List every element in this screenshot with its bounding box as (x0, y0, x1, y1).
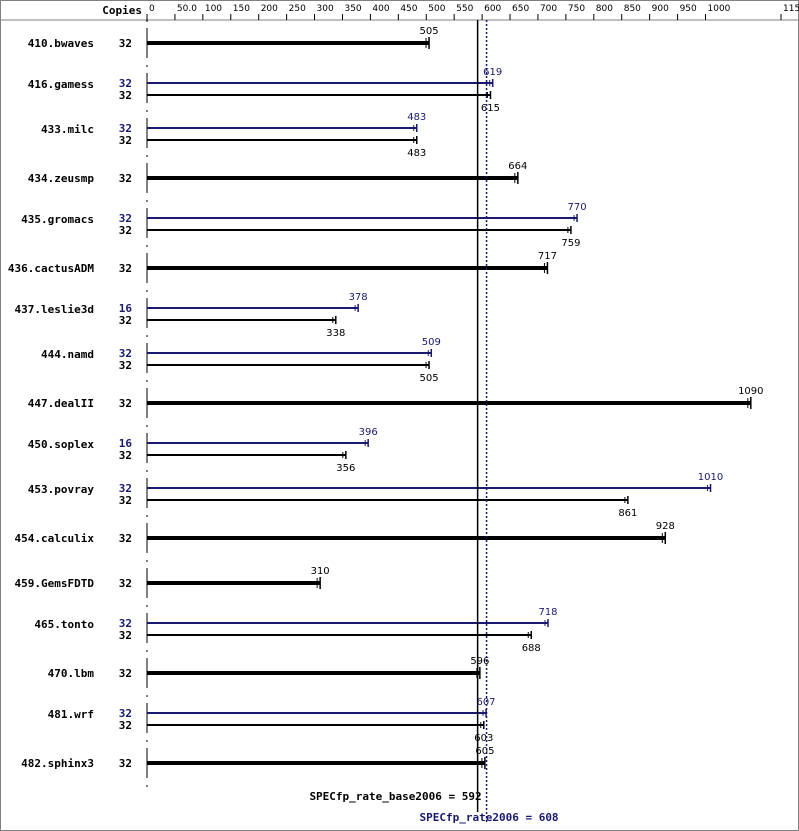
base-copies: 32 (119, 172, 132, 185)
x-tick-label: 150 (233, 4, 250, 14)
benchmark-name: 433.milc (41, 123, 94, 136)
peak-value-label: 619 (483, 67, 502, 78)
base-copies: 32 (119, 89, 132, 102)
benchmark-name: 416.gamess (28, 78, 94, 91)
peak-copies: 32 (119, 122, 132, 135)
x-tick-label: 200 (261, 4, 278, 14)
x-tick-label: 50.0 (177, 4, 197, 14)
x-tick-label: 600 (484, 4, 501, 14)
base-copies: 32 (119, 757, 132, 770)
benchmark-name: 481.wrf (48, 708, 94, 721)
base-value-label: 338 (326, 328, 345, 339)
peak-value-label: 483 (407, 112, 426, 123)
base-value-label: 759 (561, 238, 580, 249)
copies-header: Copies (102, 4, 142, 17)
benchmark-name: 453.povray (28, 483, 95, 496)
base-value-label: 1090 (738, 386, 763, 397)
benchmark-name: 447.dealII (28, 397, 94, 410)
x-tick-label: 250 (289, 4, 306, 14)
base-copies: 32 (119, 397, 132, 410)
base-value-label: 505 (419, 373, 438, 384)
x-tick-label: 750 (568, 4, 585, 14)
base-value-label: 688 (522, 643, 541, 654)
peak-copies: 32 (119, 77, 132, 90)
peak-copies: 32 (119, 482, 132, 495)
base-copies: 32 (119, 449, 132, 462)
peak-copies: 32 (119, 347, 132, 360)
base-copies: 32 (119, 494, 132, 507)
benchmark-name: 482.sphinx3 (21, 757, 94, 770)
x-tick-label: 500 (428, 4, 445, 14)
x-tick-label: 850 (624, 4, 641, 14)
base-copies: 32 (119, 134, 132, 147)
benchmark-name: 470.lbm (48, 667, 95, 680)
peak-copies: 16 (119, 302, 133, 315)
peak-copies: 32 (119, 212, 132, 225)
benchmark-name: 435.gromacs (21, 213, 94, 226)
peak-value-label: 378 (349, 292, 368, 303)
benchmark-name: 410.bwaves (28, 37, 94, 50)
x-tick-label: 350 (344, 4, 361, 14)
x-tick-label: 400 (372, 4, 389, 14)
base-value-label: 596 (470, 656, 489, 667)
base-value-label: 603 (474, 733, 493, 744)
benchmark-name: 444.namd (41, 348, 94, 361)
x-tick-label: 700 (540, 4, 557, 14)
x-tick-label: 550 (456, 4, 473, 14)
x-tick-label: 300 (317, 4, 334, 14)
x-tick-label: 450 (400, 4, 417, 14)
x-tick-label: 900 (652, 4, 669, 14)
base-value-label: 505 (419, 26, 438, 37)
benchmark-name: 434.zeusmp (28, 172, 95, 185)
x-tick-label: 1150 (783, 4, 799, 14)
peak-value-label: 1010 (698, 472, 723, 483)
peak-value-label: 770 (567, 202, 586, 213)
base-copies: 32 (119, 224, 132, 237)
peak-reference-label: SPECfp_rate2006 = 608 (419, 811, 558, 824)
base-value-label: 605 (475, 746, 494, 757)
x-tick-label: 650 (512, 4, 529, 14)
benchmark-name: 459.GemsFDTD (15, 577, 95, 590)
base-value-label: 861 (618, 508, 637, 519)
x-tick-label: 800 (596, 4, 613, 14)
base-copies: 32 (119, 629, 132, 642)
base-copies: 32 (119, 37, 132, 50)
benchmark-name: 437.leslie3d (15, 303, 94, 316)
peak-copies: 32 (119, 617, 132, 630)
base-copies: 32 (119, 262, 132, 275)
x-tick-label: 950 (680, 4, 697, 14)
benchmark-name: 436.cactusADM (8, 262, 94, 275)
x-tick-label: 100 (205, 4, 222, 14)
peak-copies: 32 (119, 707, 132, 720)
base-value-label: 483 (407, 148, 426, 159)
base-value-label: 717 (538, 251, 557, 262)
base-copies: 32 (119, 719, 132, 732)
peak-copies: 16 (119, 437, 133, 450)
x-tick-label: 1000 (708, 4, 731, 14)
benchmark-name: 465.tonto (34, 618, 94, 631)
base-value-label: 615 (481, 103, 500, 114)
peak-value-label: 718 (538, 607, 557, 618)
base-value-label: 928 (656, 521, 675, 532)
base-copies: 32 (119, 359, 132, 372)
base-value-label: 356 (336, 463, 355, 474)
base-value-label: 664 (508, 161, 527, 172)
peak-value-label: 396 (359, 427, 378, 438)
base-copies: 32 (119, 532, 132, 545)
base-value-label: 310 (311, 566, 330, 577)
peak-value-label: 509 (422, 337, 441, 348)
benchmark-name: 450.soplex (28, 438, 95, 451)
base-reference-label: SPECfp_rate_base2006 = 592 (309, 790, 481, 803)
peak-value-label: 607 (476, 697, 495, 708)
base-copies: 32 (119, 667, 132, 680)
benchmark-name: 454.calculix (15, 532, 95, 545)
x-tick-label: 0 (149, 4, 155, 14)
base-copies: 32 (119, 577, 132, 590)
base-copies: 32 (119, 314, 132, 327)
